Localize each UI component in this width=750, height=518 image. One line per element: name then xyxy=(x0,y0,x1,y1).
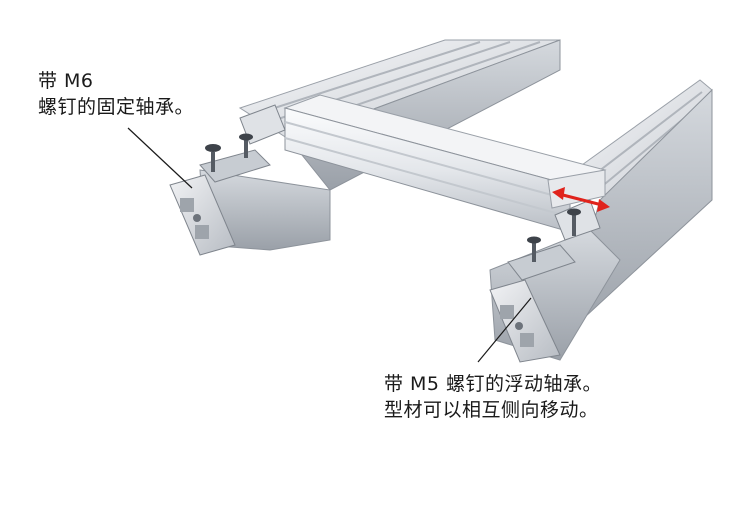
fixed-bearing-label: 带 M6 螺钉的固定轴承。 xyxy=(38,68,194,120)
double-arrow-icon xyxy=(552,187,610,212)
fixed-bearing-label-line2: 螺钉的固定轴承。 xyxy=(38,96,195,118)
floating-bearing-label-line1: 带 M5 螺钉的浮动轴承。 xyxy=(384,373,603,395)
left-bearing-block xyxy=(199,104,286,183)
left-profile-end-face xyxy=(169,174,236,256)
screw-icon xyxy=(205,133,253,172)
floating-bearing-label-line2: 型材可以相互侧向移动。 xyxy=(384,399,599,421)
leader-line-fixed-bearing xyxy=(127,127,193,189)
screw-icon xyxy=(527,208,581,262)
right-bearing-block xyxy=(507,199,601,281)
fixed-bearing-label-line1: 带 M6 xyxy=(38,70,94,92)
right-profile-end-face xyxy=(489,279,561,363)
cross-profile xyxy=(283,94,607,233)
floating-bearing-label: 带 M5 螺钉的浮动轴承。 型材可以相互侧向移动。 xyxy=(384,371,602,423)
leader-line-floating-bearing xyxy=(477,297,532,363)
